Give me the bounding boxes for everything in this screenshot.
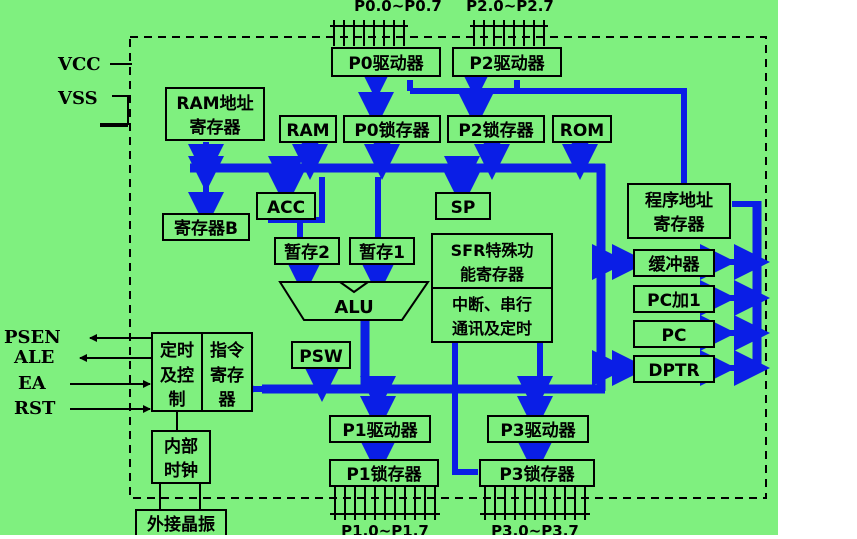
svg-text:SFR特殊功: SFR特殊功 bbox=[451, 241, 534, 260]
p0-pins-label: P0.0~P0.7 bbox=[354, 0, 442, 15]
block-p2-latch: P2锁存器 bbox=[447, 115, 545, 143]
svg-text:RAM地址: RAM地址 bbox=[176, 93, 253, 114]
block-program-address-register: 程序地址 寄存器 bbox=[627, 183, 731, 239]
block-p3-driver: P3驱动器 bbox=[487, 415, 589, 443]
svg-text:寄存器: 寄存器 bbox=[654, 214, 706, 235]
svg-text:ACC: ACC bbox=[267, 198, 305, 218]
vcc-label: VCC bbox=[57, 54, 101, 75]
block-register-b: 寄存器B bbox=[162, 213, 250, 241]
svg-text:ROM: ROM bbox=[560, 121, 604, 141]
block-alu: ALU bbox=[278, 281, 430, 321]
rst-label: RST bbox=[14, 398, 56, 419]
svg-text:寄存: 寄存 bbox=[210, 365, 244, 386]
svg-text:中断、串行: 中断、串行 bbox=[452, 295, 532, 314]
block-p1-latch: P1锁存器 bbox=[329, 459, 439, 487]
p0-pins-top bbox=[330, 20, 408, 46]
p2-pins-label: P2.0~P2.7 bbox=[466, 0, 554, 15]
svg-text:通讯及定时: 通讯及定时 bbox=[452, 319, 532, 338]
svg-text:P0锁存器: P0锁存器 bbox=[354, 120, 430, 141]
block-p3-latch: P3锁存器 bbox=[479, 459, 595, 487]
svg-text:时钟: 时钟 bbox=[164, 460, 198, 481]
block-p2-driver: P2驱动器 bbox=[452, 47, 562, 77]
p3-pins-bottom bbox=[480, 486, 590, 520]
svg-text:PSW: PSW bbox=[299, 347, 343, 367]
svg-text:暂存2: 暂存2 bbox=[284, 242, 330, 263]
block-buffer: 缓冲器 bbox=[633, 249, 715, 277]
svg-text:P3锁存器: P3锁存器 bbox=[499, 464, 575, 485]
svg-text:寄存器: 寄存器 bbox=[190, 117, 242, 138]
svg-text:内部: 内部 bbox=[164, 436, 198, 457]
svg-text:程序地址: 程序地址 bbox=[645, 190, 713, 211]
svg-text:P3驱动器: P3驱动器 bbox=[500, 421, 576, 441]
block-pc: PC bbox=[633, 320, 715, 348]
block-p0-latch: P0锁存器 bbox=[343, 115, 441, 143]
svg-text:暂存1: 暂存1 bbox=[359, 242, 405, 263]
svg-text:P2锁存器: P2锁存器 bbox=[458, 120, 534, 141]
block-p1-driver: P1驱动器 bbox=[329, 415, 431, 443]
svg-text:ALU: ALU bbox=[334, 297, 373, 318]
block-acc: ACC bbox=[256, 192, 316, 220]
block-ram-address-register: RAM地址 寄存器 bbox=[165, 87, 265, 141]
svg-text:能寄存器: 能寄存器 bbox=[460, 265, 525, 284]
chip-boundary bbox=[129, 36, 767, 499]
block-ram: RAM bbox=[279, 115, 337, 143]
svg-text:PC: PC bbox=[662, 326, 687, 346]
svg-text:制: 制 bbox=[169, 389, 186, 410]
psen-label: PSEN bbox=[4, 327, 61, 348]
svg-text:P2驱动器: P2驱动器 bbox=[469, 54, 545, 74]
svg-text:P0驱动器: P0驱动器 bbox=[348, 54, 424, 74]
block-temp1: 暂存1 bbox=[349, 237, 415, 265]
vss-label: VSS bbox=[57, 88, 98, 109]
block-instruction-register: 指令 寄存 器 bbox=[201, 332, 253, 412]
ea-label: EA bbox=[18, 373, 47, 394]
ale-label: ALE bbox=[13, 347, 54, 368]
vss-line bbox=[112, 95, 129, 125]
svg-text:P1驱动器: P1驱动器 bbox=[342, 421, 418, 441]
svg-text:寄存器B: 寄存器B bbox=[174, 218, 238, 239]
svg-text:RAM: RAM bbox=[286, 121, 329, 141]
block-rom: ROM bbox=[552, 115, 612, 143]
p3-pins-label: P3.0~P3.7 bbox=[491, 522, 579, 535]
block-internal-clock: 内部 时钟 bbox=[151, 430, 211, 484]
p1-pins-bottom bbox=[330, 486, 440, 520]
p1-pins-label: P1.0~P1.7 bbox=[341, 522, 429, 535]
svg-text:器: 器 bbox=[218, 390, 237, 410]
block-psw: PSW bbox=[291, 341, 351, 369]
block-external-crystal: 外接晶振 bbox=[135, 509, 227, 537]
svg-text:PC加1: PC加1 bbox=[647, 291, 701, 311]
block-pc-incrementer: PC加1 bbox=[633, 285, 715, 313]
svg-text:P1锁存器: P1锁存器 bbox=[346, 464, 422, 485]
block-timing-control: 定时 及控 制 bbox=[151, 332, 203, 412]
svg-text:指令: 指令 bbox=[210, 340, 245, 361]
block-dptr: DPTR bbox=[633, 355, 715, 383]
block-p0-driver: P0驱动器 bbox=[331, 47, 441, 77]
p2-pins-top bbox=[470, 20, 548, 46]
svg-text:DPTR: DPTR bbox=[648, 361, 699, 381]
block-interrupt-serial-timer: 中断、串行 通讯及定时 bbox=[431, 287, 553, 343]
svg-text:缓冲器: 缓冲器 bbox=[649, 254, 701, 275]
svg-text:SP: SP bbox=[451, 198, 476, 218]
block-sfr: SFR特殊功 能寄存器 bbox=[431, 233, 553, 289]
svg-text:定时: 定时 bbox=[160, 340, 194, 361]
svg-text:及控: 及控 bbox=[160, 365, 194, 386]
block-temp2: 暂存2 bbox=[274, 237, 340, 265]
svg-text:外接晶振: 外接晶振 bbox=[147, 514, 215, 535]
block-sp: SP bbox=[435, 192, 491, 220]
